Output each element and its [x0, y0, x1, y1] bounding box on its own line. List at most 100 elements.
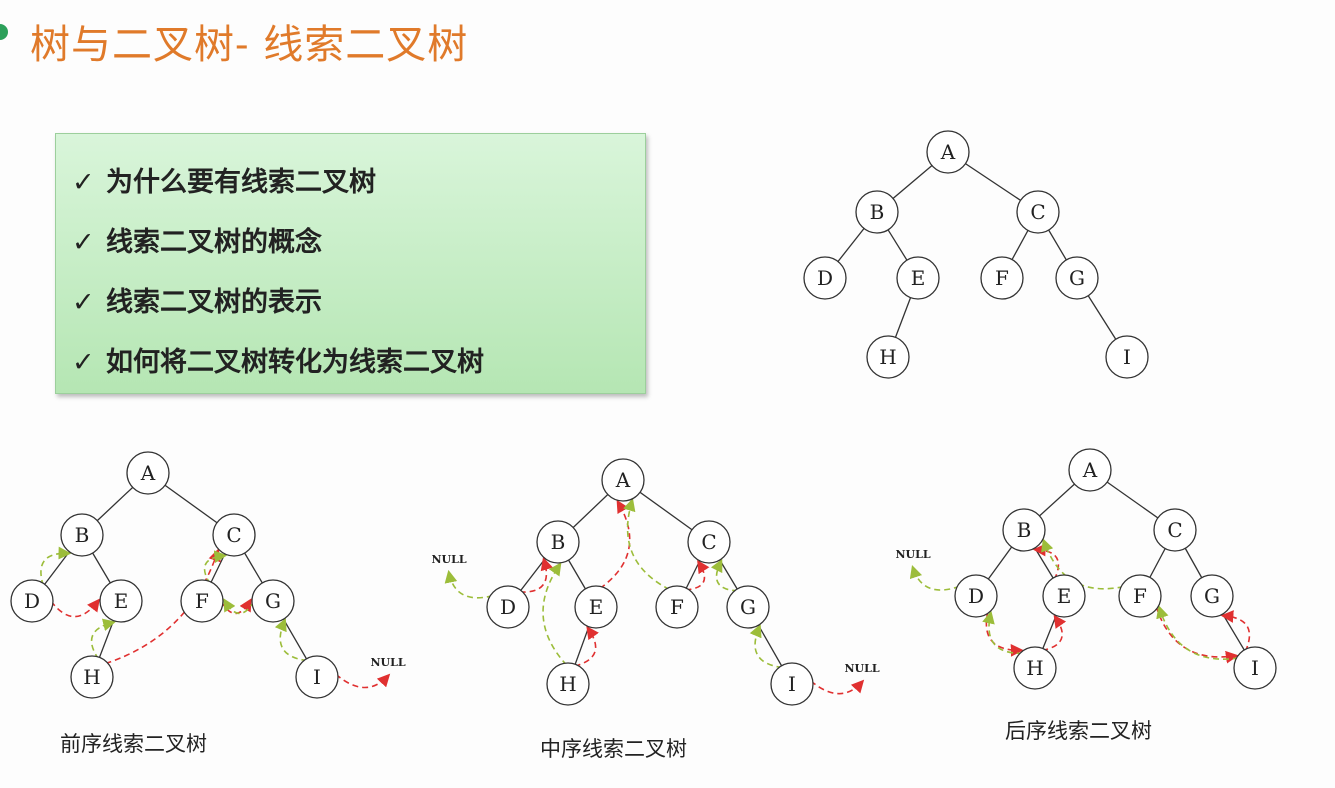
predecessor-thread-arrow: [444, 569, 494, 599]
predecessor-thread-arrow: [274, 617, 308, 662]
tree-node: [687, 520, 731, 564]
tree-node: [126, 451, 170, 495]
tree-node: [1068, 448, 1112, 492]
node-label: C: [226, 523, 241, 547]
topic-item: ✓ 线索二叉树的概念: [72, 220, 322, 259]
tree-node: [1002, 508, 1046, 552]
successor-thread-arrow: [1032, 543, 1060, 581]
node-label: F: [670, 595, 684, 619]
slide-title: 树与二叉树- 线索二叉树: [30, 22, 469, 68]
tree-node: [251, 579, 295, 623]
node-label: H: [559, 672, 576, 696]
successor-thread-arrow: [985, 610, 1024, 657]
node-label: F: [995, 266, 1009, 290]
predecessor-thread-arrow: [749, 624, 783, 669]
node-label: E: [1057, 584, 1072, 608]
node-label: E: [911, 266, 926, 290]
check-icon: ✓: [72, 227, 95, 258]
topic-text: 线索二叉树的概念: [106, 227, 322, 258]
topic-item: ✓ 为什么要有线索二叉树: [72, 160, 376, 199]
predecessor-thread-arrow: [40, 546, 72, 587]
tree-node: [855, 190, 899, 234]
tree-node: [212, 513, 256, 557]
node-label: B: [551, 530, 566, 554]
topic-item: ✓ 如何将二叉树转化为线索二叉树: [72, 340, 484, 379]
node-label: B: [1017, 518, 1032, 542]
predecessor-thread-arrow: [623, 498, 670, 591]
tree-node: [546, 662, 590, 706]
tree-node: [1013, 646, 1057, 690]
successor-thread-arrow: [50, 598, 100, 618]
tree-node: [295, 655, 339, 699]
postorder-caption: 后序线索二叉树: [1005, 719, 1152, 743]
successor-thread-arrow: [1220, 610, 1251, 653]
successor-thread-arrow: [1041, 614, 1067, 652]
node-label: D: [500, 595, 516, 619]
check-icon: ✓: [72, 347, 95, 378]
successor-thread-arrow: [810, 679, 865, 695]
predecessor-thread-arrow: [90, 618, 116, 660]
inorder-caption: 中序线索二叉树: [540, 737, 687, 761]
tree-node: [601, 458, 645, 502]
node-label: D: [968, 584, 984, 608]
predecessor-thread-arrow: [1156, 605, 1240, 660]
tree-node: [1153, 508, 1197, 552]
null-label: NULL: [895, 548, 930, 561]
tree-node: [770, 662, 814, 706]
check-icon: ✓: [72, 167, 95, 198]
node-label: B: [75, 523, 90, 547]
tree-node: [1016, 190, 1060, 234]
null-label: NULL: [844, 662, 879, 675]
node-label: H: [1026, 656, 1043, 680]
node-label: G: [265, 589, 281, 613]
node-label: D: [817, 266, 833, 290]
node-label: E: [589, 595, 604, 619]
tree-node: [10, 579, 54, 623]
node-label: G: [740, 595, 756, 619]
node-label: G: [1204, 584, 1220, 608]
topic-text: 为什么要有线索二叉树: [106, 167, 376, 198]
tree-node: [954, 574, 998, 618]
node-label: A: [615, 468, 631, 492]
node-label: C: [701, 530, 716, 554]
check-icon: ✓: [72, 287, 95, 318]
tree-node: [180, 579, 224, 623]
predecessor-thread-arrow: [909, 564, 961, 591]
node-label: B: [870, 200, 885, 224]
tree-node: [1055, 256, 1099, 300]
successor-thread-arrow: [574, 625, 599, 668]
title-bullet-icon: [0, 24, 8, 40]
tree-node: [60, 513, 104, 557]
successor-thread-arrow: [599, 499, 631, 590]
successor-thread-arrow: [519, 557, 553, 593]
topic-text: 如何将二叉树转化为线索二叉树: [106, 347, 484, 378]
node-label: I: [1123, 345, 1131, 369]
tree-node: [896, 256, 940, 300]
tree-node: [574, 585, 618, 629]
node-label: A: [1082, 458, 1098, 482]
tree-node: [803, 256, 847, 300]
node-label: I: [1251, 656, 1259, 680]
tree-node: [926, 130, 970, 174]
predecessor-thread-arrow: [982, 610, 1024, 655]
node-label: C: [1030, 200, 1045, 224]
node-label: H: [83, 665, 100, 689]
tree-node: [1118, 574, 1162, 618]
tree-node: [1105, 335, 1149, 379]
topic-text: 线索二叉树的表示: [106, 287, 322, 318]
successor-thread-arrow: [685, 559, 710, 591]
predecessor-thread-arrow: [542, 562, 568, 666]
successor-thread-arrow: [335, 673, 391, 689]
tree-node: [1233, 646, 1277, 690]
topic-list-box: ✓ 为什么要有线索二叉树 ✓ 线索二叉树的概念 ✓ 线索二叉树的表示 ✓ 如何将二叉树转…: [55, 133, 646, 394]
tree-node: [486, 585, 530, 629]
predecessor-thread-arrow: [710, 558, 739, 592]
node-label: F: [195, 589, 209, 613]
node-label: A: [940, 140, 956, 164]
node-label: D: [24, 589, 40, 613]
tree-node: [726, 585, 770, 629]
